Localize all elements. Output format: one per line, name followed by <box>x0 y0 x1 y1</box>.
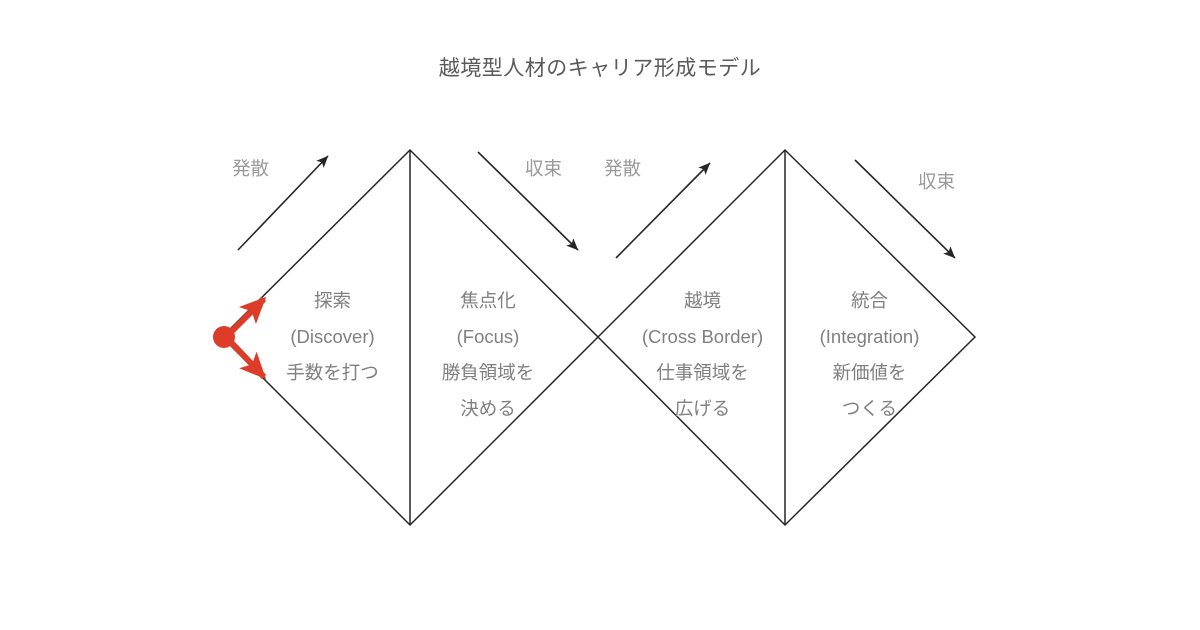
phase-name-en: (Integration) <box>819 326 920 347</box>
flow-label-diverge-1: 発散 <box>232 158 270 179</box>
phase-description: 手数を打つ <box>255 355 410 391</box>
start-marker <box>213 296 267 380</box>
phase-name-ja: 越境 <box>683 290 721 311</box>
flow-label-converge-1: 収束 <box>525 158 563 179</box>
phase-description-line-1: 新価値を <box>832 362 907 383</box>
flow-arrow-converge-1 <box>477 151 579 251</box>
phase-name-en: (Discover) <box>290 326 375 347</box>
phase-description-line-1: 手数を打つ <box>286 362 379 383</box>
phase-label-discover: 探索 (Discover) 手数を打つ <box>255 283 410 391</box>
phase-description: 仕事領域を 広げる <box>620 355 785 427</box>
phase-description-line-2: 決める <box>460 398 516 419</box>
diamond-group-two <box>596 148 977 527</box>
diamond-two-outline <box>596 148 977 527</box>
phase-label-focus: 焦点化 (Focus) 勝負領域を 決める <box>412 283 564 427</box>
phase-name-ja: 探索 <box>313 290 351 311</box>
phase-name-en: (Cross Border) <box>641 326 764 347</box>
phase-name-ja: 焦点化 <box>460 290 516 311</box>
flow-arrow-diverge-2 <box>615 162 711 259</box>
phase-description-line-2: つくる <box>841 398 898 419</box>
phase-description: 勝負領域を 決める <box>412 355 564 427</box>
phase-description-line-1: 仕事領域を <box>656 362 749 383</box>
phase-label-cross-border: 越境 (Cross Border) 仕事領域を 広げる <box>620 283 785 427</box>
start-point-dot <box>213 326 235 348</box>
flow-arrow-converge-2 <box>854 159 956 259</box>
page-title: 越境型人材のキャリア形成モデル <box>438 57 762 80</box>
phase-description-line-1: 勝負領域を <box>441 362 535 383</box>
phase-description: 新価値を つくる <box>787 355 952 427</box>
phase-description-line-2: 広げる <box>674 398 731 419</box>
phase-name-en: (Focus) <box>456 326 520 347</box>
phase-name-ja: 統合 <box>850 290 888 311</box>
flow-label-diverge-2: 発散 <box>604 158 642 179</box>
flow-label-converge-2: 収束 <box>918 171 956 192</box>
phase-label-integration: 統合 (Integration) 新価値を つくる <box>787 283 952 427</box>
flow-arrow-diverge-1 <box>237 155 329 251</box>
